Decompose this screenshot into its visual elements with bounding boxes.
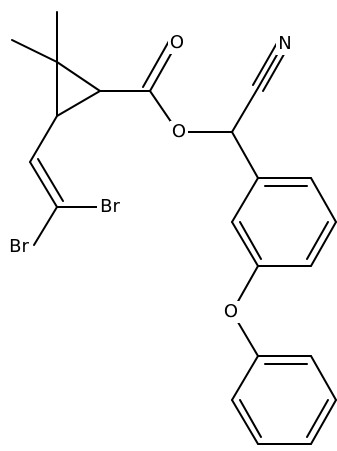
bond-nitrile-3 <box>262 48 288 92</box>
bond-ring2-inner-2 <box>306 399 329 438</box>
bond-ring1-inner-3 <box>239 221 262 260</box>
bond-ring3-a <box>56 61 101 92</box>
atom-label-o-ester: O <box>172 121 186 142</box>
atom-label-n-nitrile: N <box>278 33 291 54</box>
bond-ring1-6 <box>231 177 259 223</box>
bond-methyl-1 <box>11 39 58 63</box>
bond-ring1-3 <box>310 221 337 267</box>
bond-ch-to-ring <box>231 131 259 179</box>
bond-ring2-5 <box>231 399 259 445</box>
bond-ring1-2 <box>310 177 337 223</box>
atom-o-ether: O <box>222 301 240 323</box>
bond-c-br-2 <box>33 206 58 246</box>
bond-ch-to-nitrile-c <box>231 87 259 133</box>
bond-vinyl-double-b <box>37 158 64 202</box>
bond-ring3-c <box>56 90 101 117</box>
atom-label-br-1: Br <box>100 196 120 217</box>
bond-ring2-2 <box>310 355 337 401</box>
atom-n-nitrile: N <box>276 33 294 55</box>
bond-nitrile-2 <box>252 42 278 86</box>
bond-carbonyl-b <box>142 40 170 88</box>
atom-label-br-2: Br <box>9 236 29 257</box>
bond-vinyl-double-a <box>29 161 58 208</box>
atom-br-2: Br <box>6 236 32 258</box>
atom-o-carbonyl: O <box>168 32 186 54</box>
atom-label-o-ether: O <box>224 301 238 322</box>
bond-set <box>11 11 337 445</box>
bond-ring2-6 <box>231 355 259 401</box>
bond-ring1-5 <box>231 221 259 267</box>
atom-br-1: Br <box>97 196 123 218</box>
bond-ring1-inner-2 <box>306 221 329 260</box>
atom-o-ester: O <box>170 121 188 143</box>
bond-ring2-inner-3 <box>239 399 262 438</box>
bond-ring-to-vinyl <box>29 115 58 163</box>
atom-labels: O O N Br Br O <box>6 32 294 323</box>
atom-label-o-carbonyl: O <box>170 32 184 53</box>
bond-ring2-3 <box>310 399 337 445</box>
